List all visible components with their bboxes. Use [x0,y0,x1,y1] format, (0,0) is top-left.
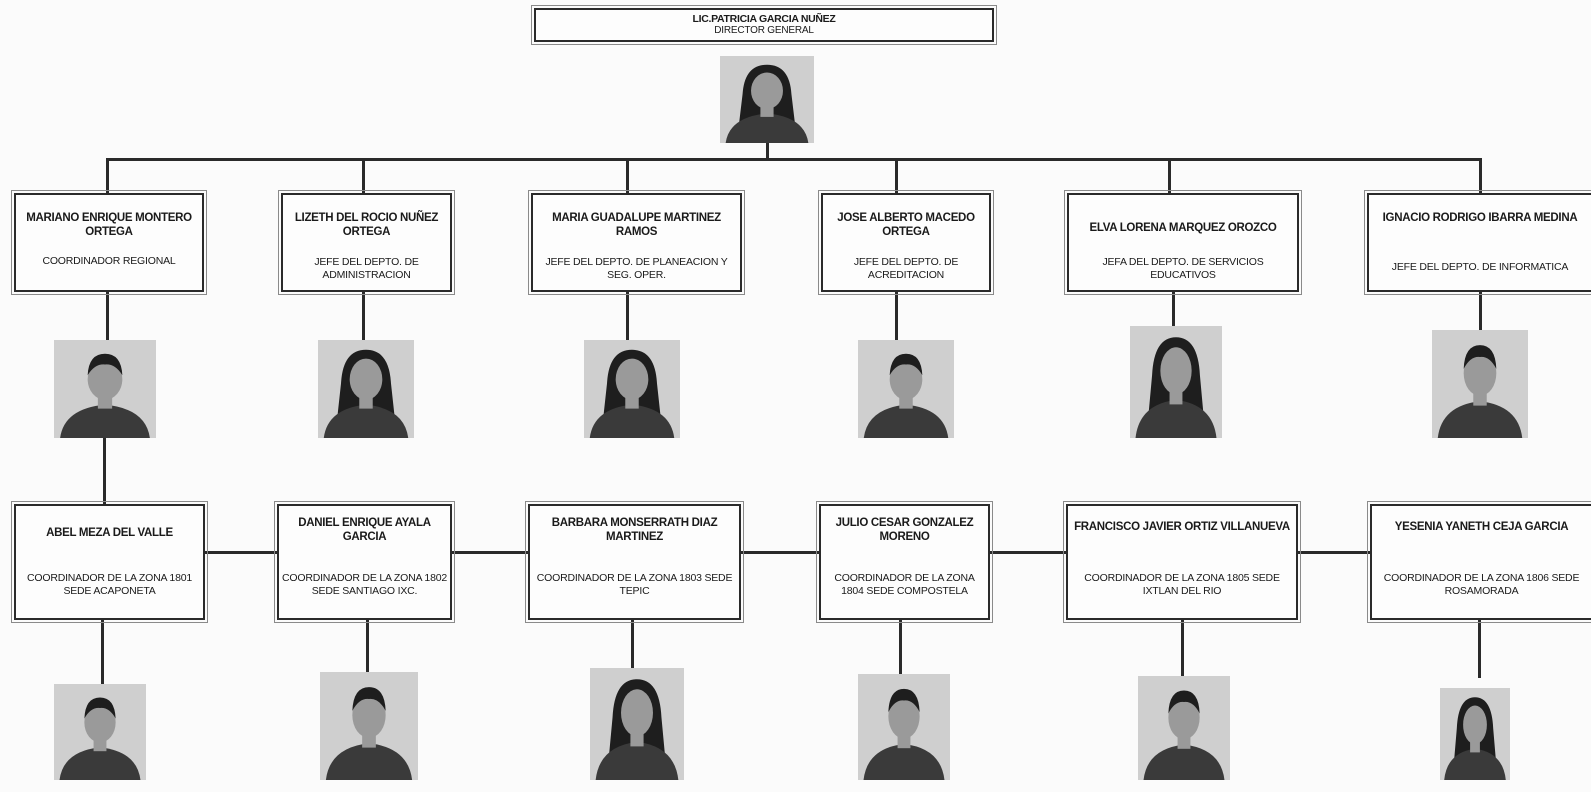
zone-coordinator-role: COORDINADOR DE LA ZONA 1805 SEDE IXTLAN … [1084,572,1280,597]
dept-head-role: JEFE DEL DEPTO. DE ADMINISTRACION [314,256,419,281]
dept-head-name: JOSE ALBERTO MACEDO ORTEGA [837,212,975,238]
zone-coordinator-role: COORDINADOR DE LA ZONA 1806 SEDE ROSAMOR… [1383,572,1580,597]
dept-head-name: IGNACIO RODRIGO IBARRA MEDINA [1382,212,1578,224]
director-name: LIC.PATRICIA GARCIA NUÑEZ [692,13,836,25]
dept-head-role: COORDINADOR REGIONAL [42,255,176,267]
portrait-image [54,684,146,780]
zone-coordinator-photo-4 [858,674,950,780]
zone-coordinator-role: COORDINADOR DE LA ZONA 1801 SEDE ACAPONE… [27,572,192,597]
zone-coordinator-box-6: YESENIA YANETH CEJA GARCIA COORDINADOR D… [1367,501,1591,623]
zone-coordinator-name: BARBARA MONSERRATH DIAZ MARTINEZ [551,517,718,543]
zone-coordinator-name: ABEL MEZA DEL VALLE [46,527,173,539]
zone-coordinator-name: YESENIA YANETH CEJA GARCIA [1394,521,1569,533]
dept-head-box-5: ELVA LORENA MARQUEZ OROZCO JEFA DEL DEPT… [1064,190,1302,295]
zone-coordinator-box-5: FRANCISCO JAVIER ORTIZ VILLANUEVA COORDI… [1063,501,1301,623]
dept-head-name: LIZETH DEL ROCIO NUÑEZ ORTEGA [294,212,439,238]
portrait-image [1138,676,1230,780]
dept-head-box-2: LIZETH DEL ROCIO NUÑEZ ORTEGA JEFE DEL D… [278,190,455,295]
dept-head-name: MARIA GUADALUPE MARTINEZ RAMOS [552,212,721,238]
zone-coordinator-box-4: JULIO CESAR GONZALEZ MORENO COORDINADOR … [816,501,993,623]
director-photo [720,56,814,143]
dept-head-name: MARIANO ENRIQUE MONTERO ORTEGA [26,212,192,238]
portrait-image [318,340,414,438]
dept-head-box-1: MARIANO ENRIQUE MONTERO ORTEGA COORDINAD… [11,190,207,295]
dept-head-role: JEFA DEL DEPTO. DE SERVICIOS EDUCATIVOS [1102,256,1264,281]
zone-coordinator-role: COORDINADOR DE LA ZONA 1802 SEDE SANTIAG… [282,572,447,597]
dept-head-photo-4 [858,340,954,438]
zone-coordinator-box-3: BARBARA MONSERRATH DIAZ MARTINEZ COORDIN… [525,501,744,623]
zone-coordinator-box-1: ABEL MEZA DEL VALLE COORDINADOR DE LA ZO… [11,501,208,623]
zone-coordinator-photo-6 [1440,688,1510,780]
zone-coordinator-name: DANIEL ENRIQUE AYALA GARCIA [298,517,431,543]
zone-coordinator-photo-2 [320,672,418,780]
dept-head-role: JEFE DEL DEPTO. DE PLANEACION Y SEG. OPE… [545,256,728,281]
director-role: DIRECTOR GENERAL [714,25,814,36]
zone-coordinator-photo-3 [590,668,684,780]
portrait-image [1130,326,1222,438]
portrait-image [858,340,954,438]
dept-head-photo-5 [1130,326,1222,438]
zone-coordinator-photo-5 [1138,676,1230,780]
zone-coordinator-role: COORDINADOR DE LA ZONA 1803 SEDE TEPIC [536,572,733,597]
portrait-image [1432,330,1528,438]
zone-coordinator-photo-1 [54,684,146,780]
zone-coordinator-name: JULIO CESAR GONZALEZ MORENO [835,517,974,543]
dept-head-photo-6 [1432,330,1528,438]
dept-head-role: JEFE DEL DEPTO. DE ACREDITACION [853,256,959,281]
dept-head-photo-3 [584,340,680,438]
dept-head-box-6: IGNACIO RODRIGO IBARRA MEDINA JEFE DEL D… [1364,190,1591,295]
dept-head-photo-1 [54,340,156,438]
zone-coordinator-box-2: DANIEL ENRIQUE AYALA GARCIA COORDINADOR … [274,501,455,623]
dept-head-role: JEFE DEL DEPTO. DE INFORMATICA [1391,261,1569,273]
portrait-image [320,672,418,780]
zone-coordinator-name: FRANCISCO JAVIER ORTIZ VILLANUEVA [1074,521,1290,533]
portrait-image [1440,688,1510,780]
portrait-image [590,668,684,780]
portrait-image [584,340,680,438]
dept-head-box-4: JOSE ALBERTO MACEDO ORTEGA JEFE DEL DEPT… [818,190,994,295]
portrait-image [720,56,814,143]
dept-head-box-3: MARIA GUADALUPE MARTINEZ RAMOS JEFE DEL … [528,190,745,295]
director-box: LIC.PATRICIA GARCIA NUÑEZ DIRECTOR GENER… [531,5,997,45]
dept-head-photo-2 [318,340,414,438]
portrait-image [54,340,156,438]
dept-head-name: ELVA LORENA MARQUEZ OROZCO [1089,222,1277,234]
zone-coordinator-role: COORDINADOR DE LA ZONA 1804 SEDE COMPOST… [834,572,975,597]
portrait-image [858,674,950,780]
